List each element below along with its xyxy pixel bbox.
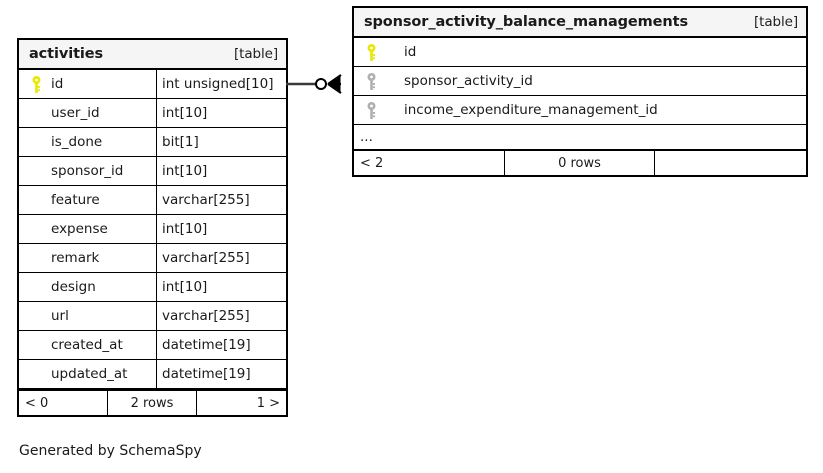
foreign-key-icon	[360, 101, 382, 119]
primary-key-icon	[360, 43, 382, 61]
relationship-connector	[286, 74, 342, 94]
column-type: int[10]	[156, 215, 286, 243]
table-row[interactable]: updated_at datetime[19]	[19, 360, 286, 389]
column-name-cell: url	[19, 302, 156, 330]
column-name: id	[404, 44, 417, 60]
column-name: url	[51, 308, 69, 324]
table-box-activities[interactable]: activities [table] id int unsigned[10] u…	[17, 38, 288, 417]
row-count-label: 2 rows	[108, 391, 197, 415]
table-row[interactable]: is_done bit[1]	[19, 128, 286, 157]
column-name: feature	[51, 192, 100, 208]
column-name: id	[51, 76, 64, 92]
column-name: is_done	[51, 134, 103, 150]
prev-page-button[interactable]: < 2	[354, 151, 505, 175]
column-name-cell: design	[19, 273, 156, 301]
column-name-cell: updated_at	[19, 360, 156, 388]
table-type-tag: [table]	[753, 14, 798, 30]
column-name-cell: income_expenditure_management_id	[354, 96, 806, 124]
column-type: int unsigned[10]	[156, 70, 286, 98]
column-name-cell: is_done	[19, 128, 156, 156]
column-name: remark	[51, 250, 100, 266]
column-name-cell: sponsor_activity_id	[354, 67, 806, 95]
column-type: int[10]	[156, 157, 286, 185]
next-page-button[interactable]	[655, 151, 806, 175]
table-row[interactable]: url varchar[255]	[19, 302, 286, 331]
column-type: int[10]	[156, 99, 286, 127]
column-type: int[10]	[156, 273, 286, 301]
table-row[interactable]: income_expenditure_management_id	[354, 96, 806, 125]
generated-by-caption: Generated by SchemaSpy	[19, 443, 202, 459]
column-name: user_id	[51, 105, 100, 121]
column-name: sponsor_id	[51, 163, 124, 179]
column-type: varchar[255]	[156, 302, 286, 330]
column-name: updated_at	[51, 366, 128, 382]
column-name: income_expenditure_management_id	[404, 102, 658, 118]
column-name-cell: expense	[19, 215, 156, 243]
table-row[interactable]: feature varchar[255]	[19, 186, 286, 215]
column-name: design	[51, 279, 96, 295]
table-row[interactable]: remark varchar[255]	[19, 244, 286, 273]
table-header-activities: activities [table]	[19, 40, 286, 70]
column-name: sponsor_activity_id	[404, 73, 533, 89]
table-header-sponsor-activity-balance-managements: sponsor_activity_balance_managements [ta…	[354, 8, 806, 38]
next-page-button[interactable]: 1 >	[256, 395, 280, 411]
column-name: created_at	[51, 337, 123, 353]
column-type: varchar[255]	[156, 244, 286, 272]
table-row[interactable]: id	[354, 38, 806, 67]
table-title: activities	[29, 46, 104, 62]
table-row[interactable]: design int[10]	[19, 273, 286, 302]
column-type: datetime[19]	[156, 360, 286, 388]
foreign-key-icon	[360, 72, 382, 90]
table-row[interactable]: sponsor_id int[10]	[19, 157, 286, 186]
column-name-cell: id	[19, 70, 156, 98]
table-type-tag: [table]	[233, 46, 278, 62]
row-count-label: 0 rows	[505, 151, 656, 175]
column-name-cell: sponsor_id	[19, 157, 156, 185]
column-name-cell: feature	[19, 186, 156, 214]
column-name-cell: remark	[19, 244, 156, 272]
more-columns-indicator: ...	[360, 129, 373, 145]
table-footer-sponsor-activity-balance-managements: < 2 0 rows	[354, 149, 806, 175]
column-name-cell: id	[354, 38, 806, 66]
table-row[interactable]: sponsor_activity_id	[354, 67, 806, 96]
column-name-cell: created_at	[19, 331, 156, 359]
column-name: expense	[51, 221, 108, 237]
table-row[interactable]: user_id int[10]	[19, 99, 286, 128]
table-row[interactable]: created_at datetime[19]	[19, 331, 286, 360]
table-row[interactable]: expense int[10]	[19, 215, 286, 244]
primary-key-icon	[25, 75, 47, 93]
table-title: sponsor_activity_balance_managements	[364, 14, 688, 30]
table-row[interactable]: id int unsigned[10]	[19, 70, 286, 99]
prev-page-button[interactable]: < 0	[19, 391, 108, 415]
column-name-cell: user_id	[19, 99, 156, 127]
column-type: varchar[255]	[156, 186, 286, 214]
column-type: bit[1]	[156, 128, 286, 156]
table-footer-activities: < 0 2 rows 1 >	[19, 389, 286, 415]
table-box-sponsor-activity-balance-managements[interactable]: sponsor_activity_balance_managements [ta…	[352, 6, 808, 177]
column-type: datetime[19]	[156, 331, 286, 359]
